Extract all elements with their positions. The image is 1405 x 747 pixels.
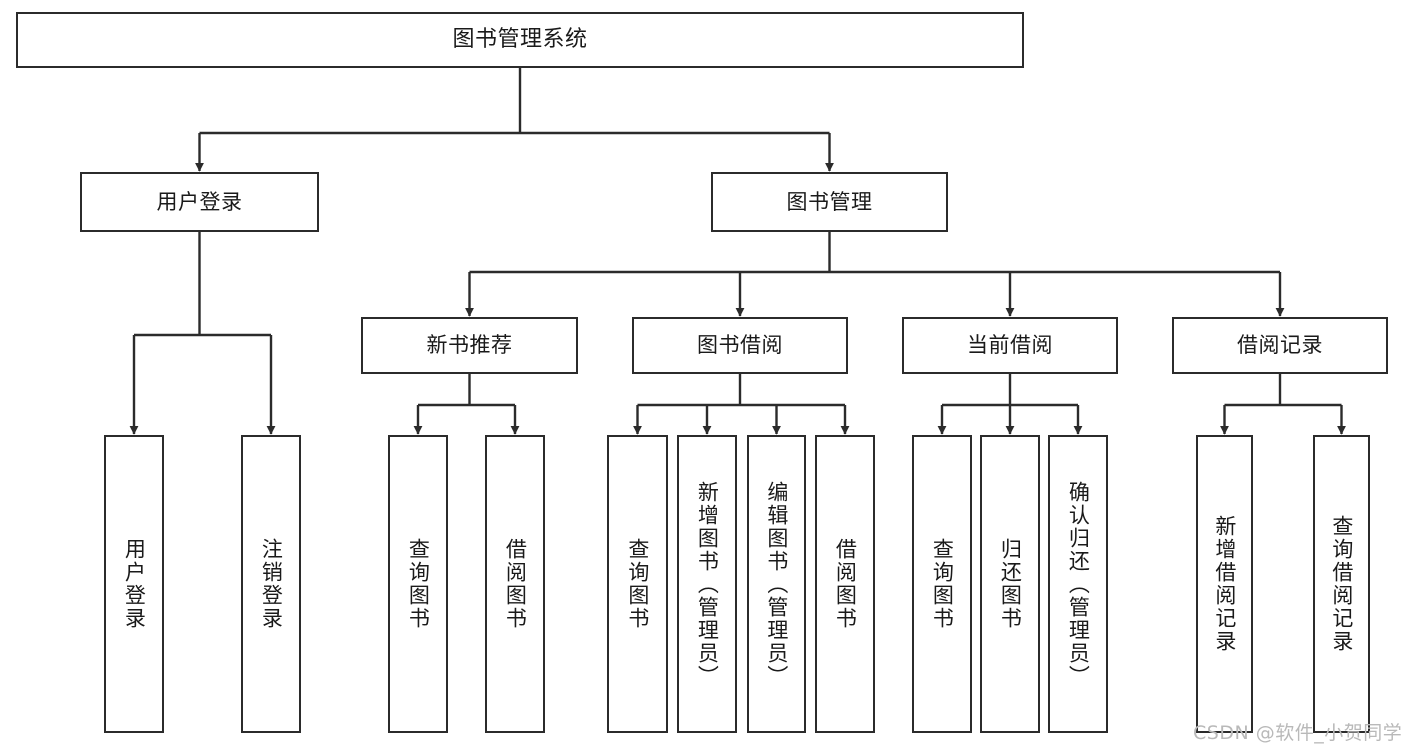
node-l1-book[interactable]: 图书管理	[711, 172, 948, 232]
node-label: 新书推荐	[426, 333, 513, 358]
node-l2-new[interactable]: 新书推荐	[361, 317, 578, 374]
node-lf-bor-4[interactable]: 借阅图书	[815, 435, 875, 733]
node-label: 编辑图书（管理员）	[764, 480, 789, 688]
node-lf-cur-2[interactable]: 归还图书	[980, 435, 1040, 733]
node-lf-rec-2[interactable]: 查询借阅记录	[1313, 435, 1370, 733]
node-l2-rec[interactable]: 借阅记录	[1172, 317, 1388, 374]
node-label: 注销登录	[259, 538, 284, 630]
node-l2-cur[interactable]: 当前借阅	[902, 317, 1118, 374]
node-l1-login[interactable]: 用户登录	[80, 172, 319, 232]
node-label: 新增借阅记录	[1212, 515, 1237, 653]
node-label: 当前借阅	[967, 333, 1053, 358]
node-label: 归还图书	[998, 538, 1023, 630]
node-label: 查询图书	[625, 538, 650, 630]
node-label: 用户登录	[156, 189, 243, 214]
node-lf-cur-1[interactable]: 查询图书	[912, 435, 972, 733]
csdn-watermark: CSDN @软件_小贺同学	[1193, 722, 1403, 744]
node-label: 图书管理	[786, 189, 873, 214]
node-label: 查询借阅记录	[1329, 515, 1354, 653]
node-label: 确认归还（管理员）	[1066, 480, 1091, 688]
node-label: 借阅图书	[503, 538, 528, 630]
node-label: 借阅图书	[833, 538, 858, 630]
node-lf-bor-2[interactable]: 新增图书（管理员）	[677, 435, 737, 733]
node-l2-borrow[interactable]: 图书借阅	[632, 317, 848, 374]
node-label: 图书借阅	[697, 333, 783, 358]
node-label: 用户登录	[122, 538, 147, 630]
node-label: 查询图书	[406, 538, 431, 630]
node-lf-new-1[interactable]: 查询图书	[388, 435, 448, 733]
node-label: 查询图书	[930, 538, 955, 630]
node-label: 新增图书（管理员）	[695, 480, 720, 688]
node-lf-new-2[interactable]: 借阅图书	[485, 435, 545, 733]
node-lf-login-1[interactable]: 用户登录	[104, 435, 164, 733]
node-lf-bor-1[interactable]: 查询图书	[607, 435, 668, 733]
node-lf-rec-1[interactable]: 新增借阅记录	[1196, 435, 1253, 733]
node-lf-login-2[interactable]: 注销登录	[241, 435, 301, 733]
node-label: 借阅记录	[1237, 333, 1323, 358]
node-label: 图书管理系统	[452, 27, 588, 53]
node-root[interactable]: 图书管理系统	[16, 12, 1024, 68]
node-lf-bor-3[interactable]: 编辑图书（管理员）	[747, 435, 806, 733]
node-lf-cur-3[interactable]: 确认归还（管理员）	[1048, 435, 1108, 733]
